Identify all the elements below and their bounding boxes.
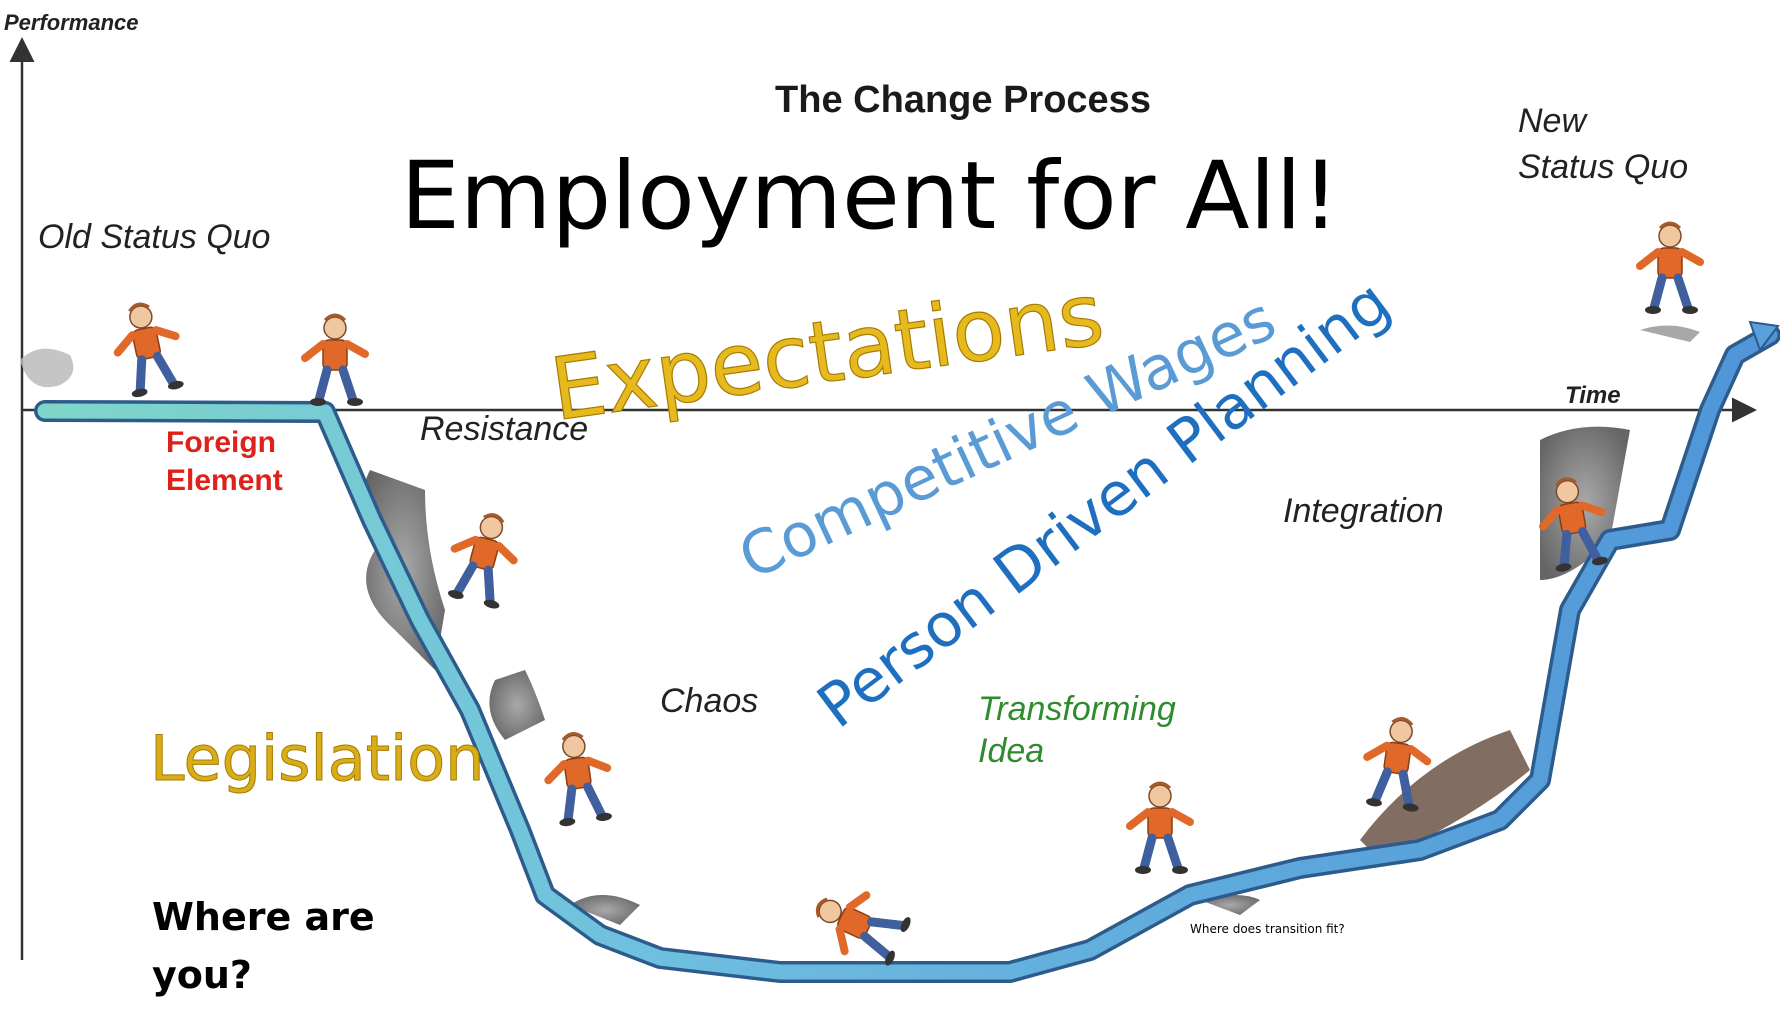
- standing-man-icon: [1640, 223, 1700, 314]
- legislation-text: Legislation: [150, 722, 484, 795]
- x-axis-label: Time: [1565, 382, 1621, 409]
- startled-man-icon: [305, 315, 365, 406]
- new-status-quo-label-2: Status Quo: [1518, 148, 1688, 186]
- chaos-label: Chaos: [660, 682, 758, 720]
- new-status-quo-label: New: [1518, 102, 1588, 140]
- process-title: The Change Process: [775, 79, 1151, 121]
- resistance-label: Resistance: [420, 410, 588, 448]
- y-axis-label: Performance: [4, 10, 139, 35]
- falling-man-icon: [542, 729, 614, 827]
- climbing-man-icon: [442, 507, 524, 610]
- foreign-element-label: Foreign: [166, 426, 276, 459]
- transforming-idea-label-2: Idea: [978, 732, 1044, 770]
- surprised-man-icon: [1130, 783, 1190, 874]
- transforming-idea-label: Transforming: [978, 690, 1176, 728]
- where-are-you-text: Where are: [152, 895, 375, 939]
- curve-arrowhead: [1748, 320, 1780, 353]
- integration-label: Integration: [1283, 492, 1444, 530]
- main-title: Employment for All!: [401, 142, 1340, 251]
- old-status-quo-label: Old Status Quo: [38, 218, 270, 256]
- tumbling-man-icon: [806, 879, 914, 972]
- transition-note: Where does transition fit?: [1190, 922, 1345, 936]
- running-man-icon: [109, 298, 187, 399]
- foreign-element-label-2: Element: [166, 464, 283, 497]
- where-are-you-text-2: you?: [152, 953, 252, 997]
